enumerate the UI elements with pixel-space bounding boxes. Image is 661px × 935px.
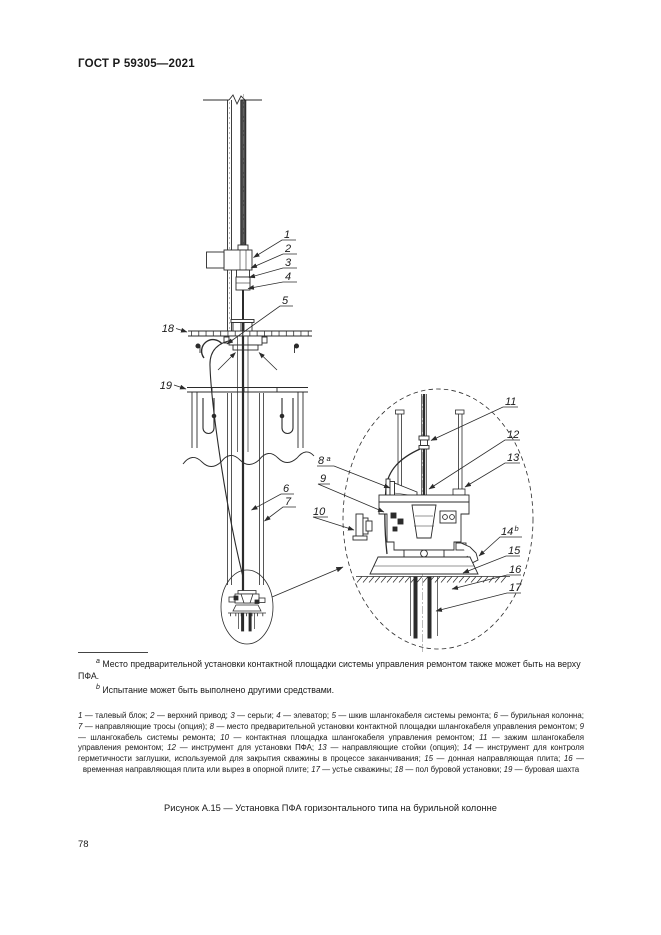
hoisting-stack <box>206 244 253 331</box>
figure-legend: 1 — талевый блок; 2 — верхний привод; 3 … <box>78 711 584 774</box>
callout-12-leader <box>428 439 520 490</box>
umbilical-clamp <box>418 435 430 450</box>
callout-2: 2 <box>284 243 291 255</box>
left-bracket <box>352 513 373 541</box>
callout-15-leader <box>462 555 520 574</box>
footnote: b Испытание может быть выполнено другими… <box>96 684 335 696</box>
callout-3: 3 <box>285 257 292 269</box>
callout-1-leader <box>253 239 296 258</box>
guide-hook-right <box>281 398 294 434</box>
callout-2-leader <box>250 253 297 269</box>
callout-1: 1 <box>284 229 290 241</box>
floor-pointer-arrows <box>217 352 278 371</box>
callout-13-leader <box>464 462 520 488</box>
callout-11: 11 <box>505 396 516 408</box>
callout-17: 17 <box>509 582 522 594</box>
moonpool-deck <box>187 387 308 448</box>
wellhead-pipes <box>410 576 438 639</box>
callout-labels: 1 2 3 4 5 6 7 8 a 9 10 11 12 13 14 b 15 … <box>160 229 522 594</box>
callout-8-sup: a <box>327 454 331 463</box>
callout-18-leader <box>175 327 188 333</box>
footnotes-block: a Место предварительной установки контак… <box>78 652 583 697</box>
callout-6-leader <box>251 493 294 511</box>
detail-reference-arrow <box>271 566 344 598</box>
guide-posts <box>392 409 466 496</box>
callout-14-sup: b <box>515 524 519 533</box>
rotary-fixture <box>223 319 268 351</box>
callout-17-leader <box>435 592 521 612</box>
callout-12: 12 <box>507 429 519 441</box>
detail-ellipse <box>342 388 534 650</box>
callout-5: 5 <box>282 295 289 307</box>
footnote-separator <box>78 652 148 653</box>
callout-7: 7 <box>285 496 292 508</box>
callout-19-leader <box>173 384 187 390</box>
crossover <box>237 244 249 251</box>
callout-10-leader <box>312 516 355 531</box>
callout-14: 14 <box>501 526 513 538</box>
callout-13: 13 <box>507 452 520 464</box>
detail-view <box>352 394 510 652</box>
water-surface <box>182 451 315 467</box>
callout-15: 15 <box>508 545 521 557</box>
callout-16: 16 <box>509 564 522 576</box>
callout-8-leader <box>317 465 390 488</box>
document-header: ГОСТ Р 59305—2021 <box>78 58 195 70</box>
footnote: a Место предварительной установки контак… <box>78 658 581 681</box>
travelling-block <box>206 251 225 269</box>
base-guide-plate <box>369 556 479 575</box>
bails <box>236 269 250 278</box>
rig-floor <box>188 330 312 337</box>
callout-5-leader <box>226 305 293 345</box>
page-number: 78 <box>78 839 89 850</box>
tree-body <box>378 494 470 558</box>
drill-string-run <box>227 336 264 592</box>
callout-leaders <box>173 239 522 612</box>
figure-caption: Рисунок А.15 — Установка ПФА горизонталь… <box>164 803 497 813</box>
callout-18: 18 <box>162 323 175 335</box>
callout-11-leader <box>430 406 518 441</box>
floor-hangers <box>195 343 300 353</box>
umbilical-sheave <box>200 338 244 578</box>
callout-3-leader <box>248 267 297 279</box>
seabed <box>356 576 510 583</box>
callout-4-leader <box>247 281 297 290</box>
callout-7-leader <box>264 506 296 522</box>
callout-14-leader <box>478 536 522 557</box>
figure-a15-diagram: 1 2 3 4 5 6 7 8 a 9 10 11 12 13 14 b 15 … <box>80 88 600 663</box>
technical-drawing: 1 2 3 4 5 6 7 8 a 9 10 11 12 13 14 b 15 … <box>160 94 534 652</box>
callout-6: 6 <box>283 483 290 495</box>
top-drive-body <box>223 249 253 271</box>
footnote-list: a Место предварительной установки контак… <box>78 656 583 697</box>
umbilical-cable <box>209 339 244 578</box>
elevator <box>235 276 251 291</box>
callout-10: 10 <box>313 506 326 518</box>
callout-4: 4 <box>285 271 291 283</box>
callout-9: 9 <box>320 473 326 485</box>
callout-9-leader <box>317 483 385 513</box>
subsea-stack-small <box>220 569 274 645</box>
callout-8: 8 <box>318 455 325 467</box>
callout-16-leader <box>451 574 521 590</box>
callout-19: 19 <box>160 380 172 392</box>
guide-hook-left <box>202 398 215 434</box>
